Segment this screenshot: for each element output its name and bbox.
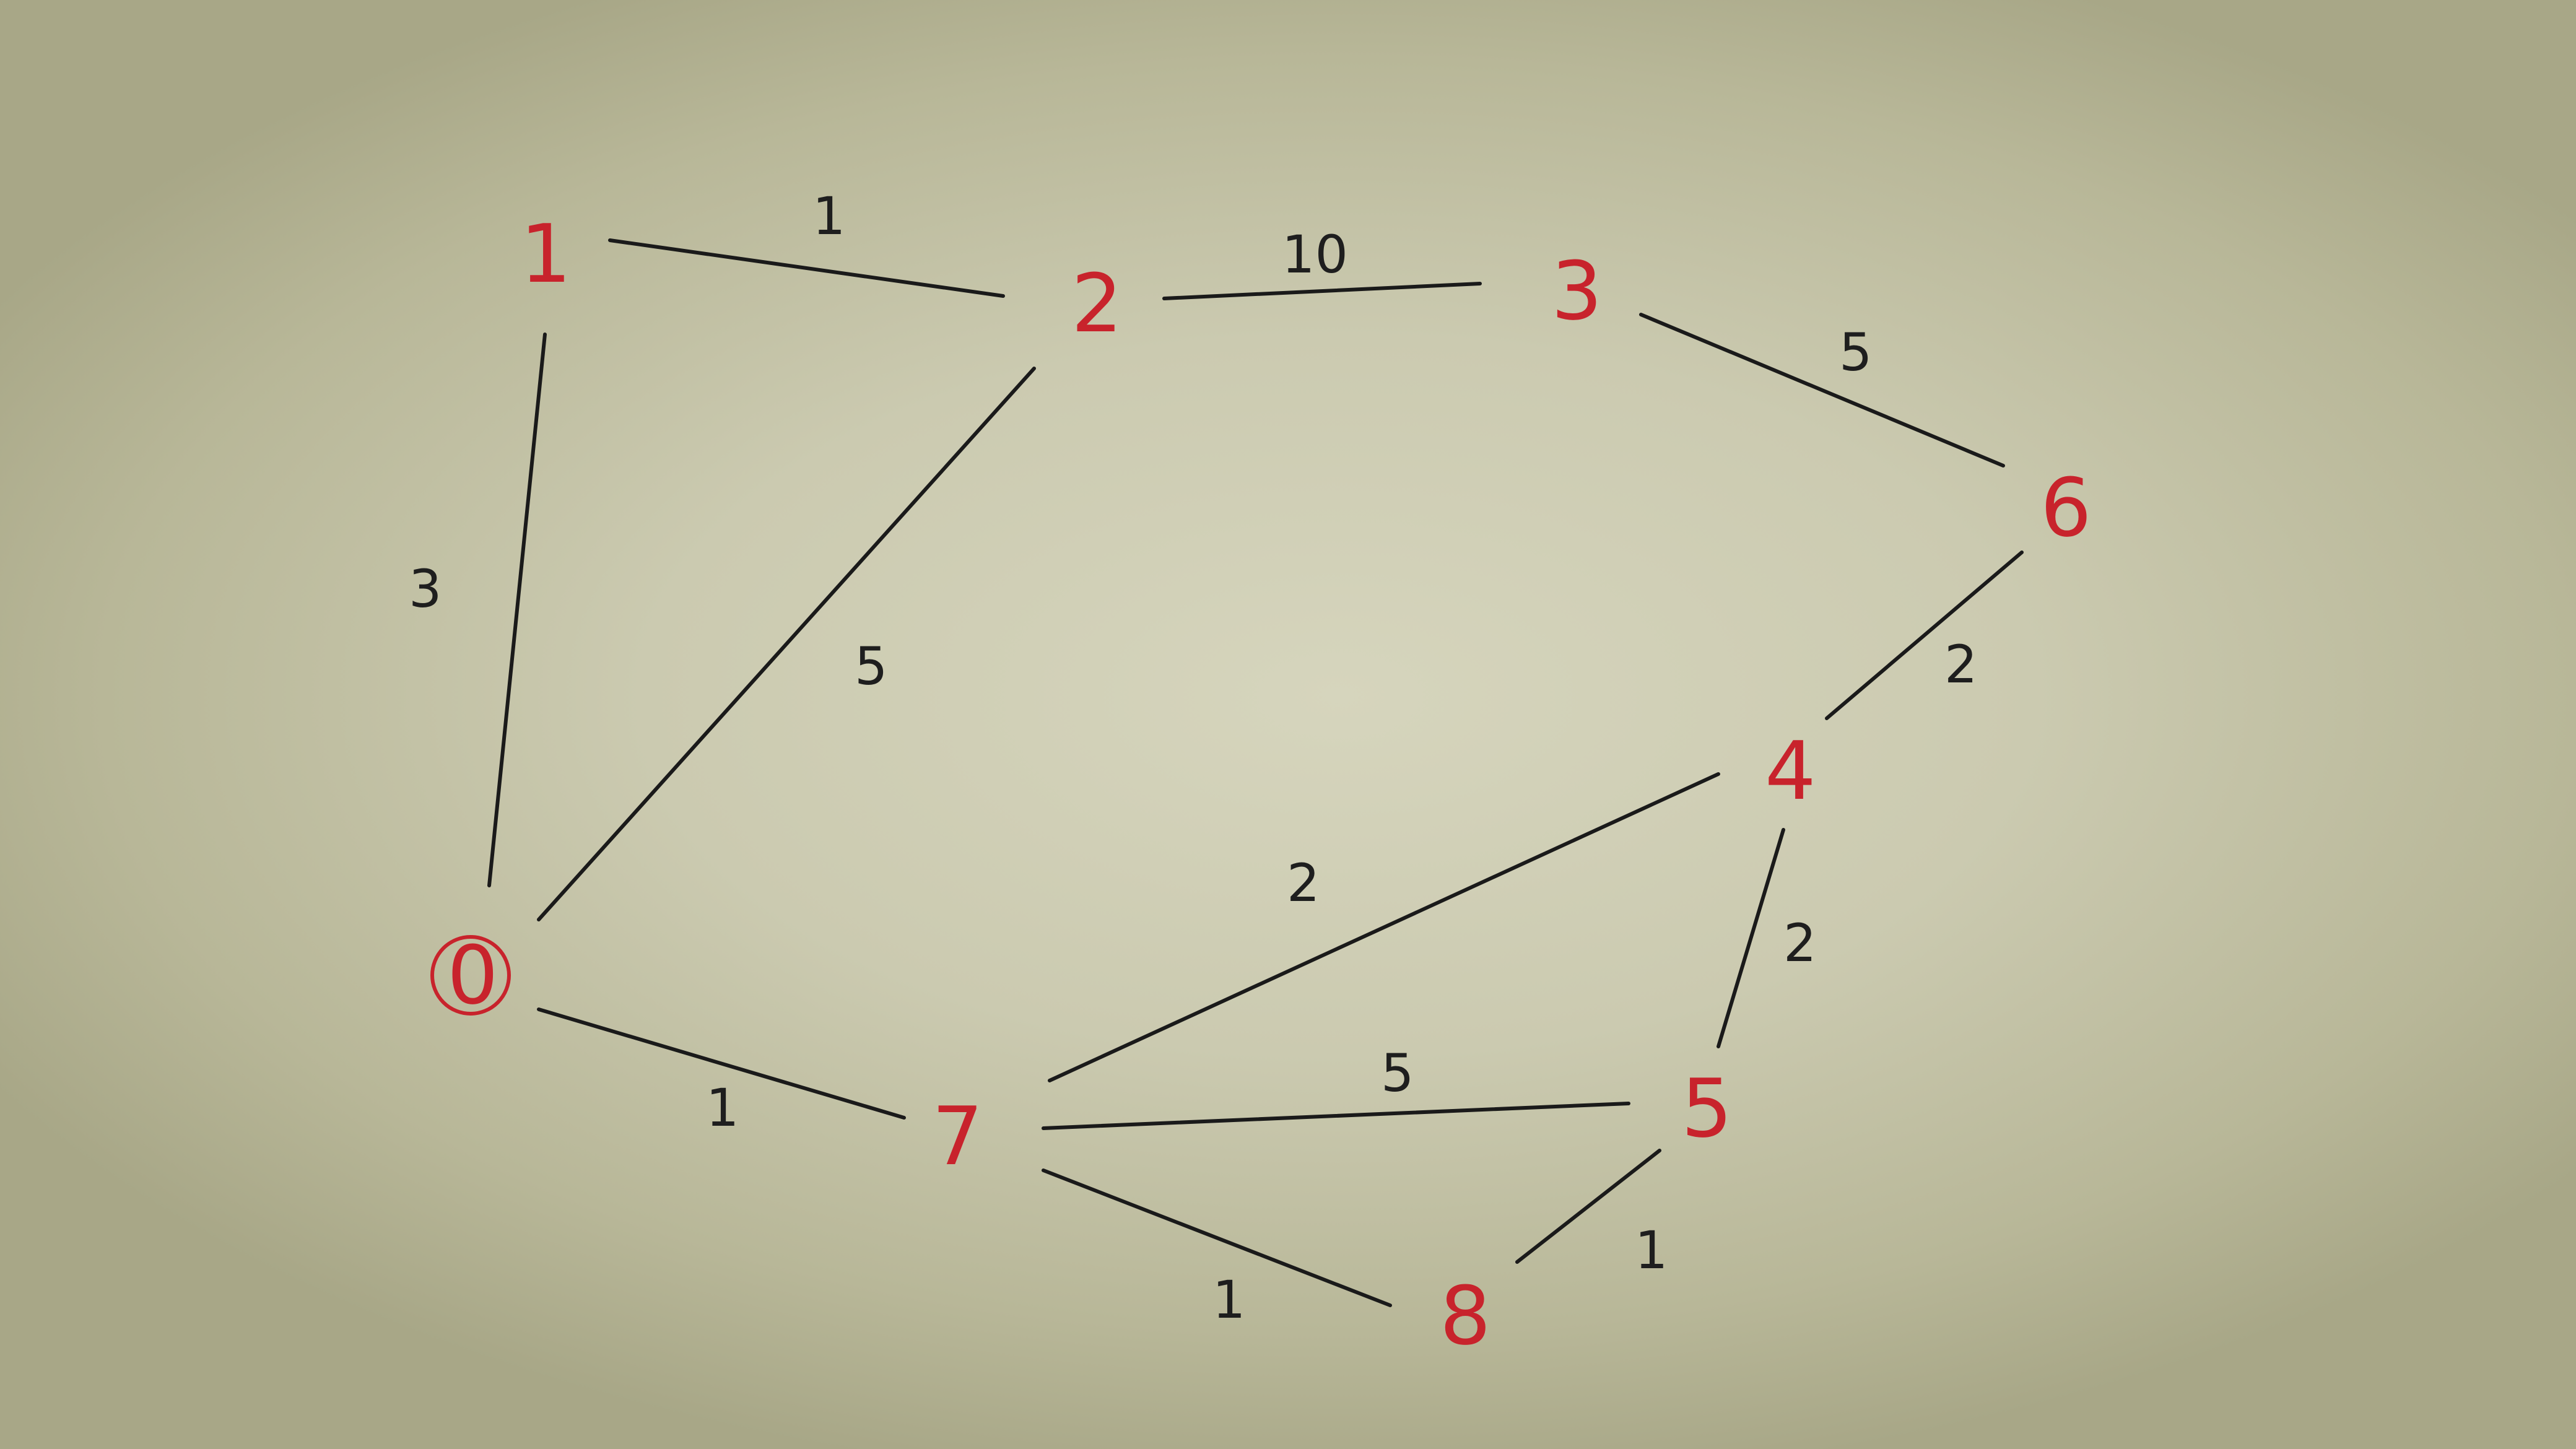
edge-2-3 — [1162, 282, 1482, 300]
node-0: 0 — [447, 928, 498, 1022]
edge-8-5 — [1515, 1149, 1661, 1264]
edge-3-6 — [1639, 313, 2005, 468]
edge-7-5 — [1042, 1102, 1630, 1130]
edge-1-0 — [487, 333, 547, 887]
weight-3-6: 5 — [1839, 322, 1872, 383]
weight-1-2: 1 — [812, 186, 845, 246]
weight-0-7: 1 — [706, 1077, 739, 1138]
node-1: 1 — [520, 207, 572, 301]
nodes: 0 1 2 3 4 5 6 7 8 — [430, 207, 2092, 1363]
weight-8-5: 1 — [1635, 1220, 1668, 1281]
weight-2-0: 5 — [855, 636, 887, 697]
node-6: 6 — [2040, 461, 2092, 555]
edges — [487, 238, 2024, 1307]
weight-4-5: 2 — [1783, 913, 1816, 973]
node-5: 5 — [1681, 1061, 1733, 1155]
weight-7-8: 1 — [1212, 1269, 1245, 1330]
weight-6-4: 2 — [1944, 634, 1977, 695]
edge-weights: 1 10 5 3 5 2 2 2 1 5 1 1 — [409, 186, 1977, 1330]
edge-2-0 — [537, 367, 1036, 921]
edge-4-5 — [1717, 828, 1785, 1048]
node-7: 7 — [932, 1089, 983, 1183]
edge-0-7 — [537, 1007, 906, 1120]
edge-1-2 — [608, 238, 1005, 298]
node-8: 8 — [1440, 1269, 1491, 1363]
edge-6-4 — [1825, 550, 2024, 720]
weight-7-4: 2 — [1287, 853, 1320, 913]
node-2: 2 — [1071, 256, 1123, 350]
weight-7-5: 5 — [1381, 1043, 1414, 1103]
weight-1-0: 3 — [409, 559, 442, 619]
edge-7-4 — [1048, 772, 1720, 1082]
node-0-circle — [430, 935, 511, 1016]
weight-2-3: 10 — [1282, 224, 1348, 285]
edge-7-8 — [1042, 1168, 1392, 1307]
node-4: 4 — [1765, 724, 1816, 818]
node-3: 3 — [1551, 244, 1603, 338]
